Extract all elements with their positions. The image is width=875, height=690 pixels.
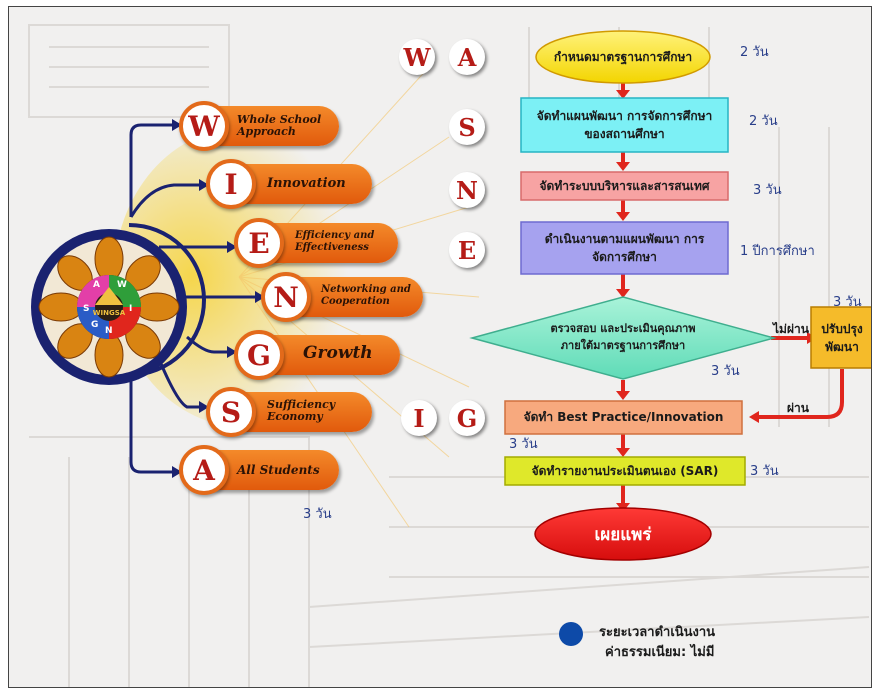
step-letter-i: I: [401, 400, 437, 436]
legend-dot: [559, 622, 583, 646]
step-5-shape: [469, 296, 777, 380]
wingsa-logo: W I N G S A WINGSA: [31, 229, 187, 385]
pass-label: ผ่าน: [787, 401, 809, 415]
step-2-duration: 2 วัน: [749, 114, 778, 129]
step-3-label: จัดทำระบบบริหารและสารสนเทศ: [539, 178, 710, 193]
step-2-label: จัดทำแผนพัฒนา การจัดการศึกษาของสถานศึกษา: [536, 109, 713, 141]
pill-label-innovation: Innovation: [267, 176, 346, 191]
step-letter-g: G: [449, 400, 485, 436]
logo-letter-w: W: [117, 280, 127, 290]
legend-fee-text: ค่าธรรมเนียม: ไม่มี: [605, 645, 715, 660]
logo-letter-a: A: [93, 280, 100, 290]
step-6-duration: 3 วัน: [509, 437, 538, 452]
pill-label-growth: Growth: [303, 343, 373, 363]
pill-label-all-students: All Students: [237, 463, 320, 477]
step-1-label: กำหนดมาตรฐานการศึกษา: [553, 49, 693, 64]
step-8-label: เผยแพร่: [594, 524, 652, 545]
pill-label-networking: Networking and Cooperation: [321, 284, 411, 307]
step-2-shape: [520, 97, 729, 153]
step-1-duration: 2 วัน: [740, 45, 769, 60]
pill-letter-e: E: [234, 218, 284, 268]
pill-letter-w: W: [179, 101, 229, 151]
step-5-duration: 3 วัน: [711, 364, 740, 379]
step-4-label: ดำเนินงานตามแผนพัฒนา การจัดการศึกษา: [544, 232, 705, 264]
pill-letter-i: I: [206, 159, 256, 209]
step-4-duration: 1 ปีการศึกษา: [740, 244, 815, 259]
step-6-label: จัดทำ Best Practice/Innovation: [523, 410, 724, 424]
step-letter-e: E: [449, 232, 485, 268]
step-letter-w: W: [399, 39, 435, 75]
step-letter-n: N: [449, 172, 485, 208]
pill-letter-g: G: [234, 330, 284, 380]
step-5-label: ตรวจสอบ และประเมินคุณภาพ ภายใต้มาตรฐานกา…: [550, 322, 696, 352]
step-3-shape: [520, 171, 729, 201]
step-letter-a: A: [449, 39, 485, 75]
legend-duration-text: ระยะเวลาดำเนินงาน: [599, 625, 716, 640]
pill-label-efficiency: Efficiency and Effectiveness: [295, 230, 375, 253]
improve-duration: 3 วัน: [833, 295, 862, 310]
logo-letter-n: N: [105, 326, 113, 336]
step-1-shape: [535, 30, 711, 84]
improve-label: ปรับปรุง พัฒนา: [821, 322, 863, 354]
left-duration: 3 วัน: [303, 507, 332, 522]
step-letter-s: S: [449, 109, 485, 145]
step-6-shape: [504, 400, 743, 435]
diagram-frame: W I N G S A WINGSA W Whole School Approa…: [8, 6, 872, 688]
pill-letter-n: N: [261, 272, 311, 322]
left-connectors: [128, 119, 265, 478]
logo-text: WINGSA: [93, 309, 126, 317]
fail-label: ไม่ผ่าน: [773, 322, 809, 336]
pill-letter-a: A: [179, 445, 229, 495]
step-4-shape: [520, 221, 729, 275]
logo-letter-s: S: [83, 304, 89, 314]
step-7-duration: 3 วัน: [750, 464, 779, 479]
step-3-duration: 3 วัน: [753, 183, 782, 198]
pill-letter-s: S: [206, 387, 256, 437]
improve-shape: [810, 306, 871, 369]
logo-letter-i: I: [129, 304, 132, 314]
logo-letter-g: G: [91, 320, 98, 330]
step-8-shape: [534, 507, 712, 561]
pill-label-whole-school: Whole School Approach: [237, 113, 322, 138]
flow-shapes: [469, 30, 871, 561]
step-7-label: จัดทำรายงานประเมินตนเอง (SAR): [531, 463, 719, 478]
step-7-shape: [504, 456, 746, 486]
pill-label-sufficiency: Sufficiency Economy: [267, 398, 336, 423]
